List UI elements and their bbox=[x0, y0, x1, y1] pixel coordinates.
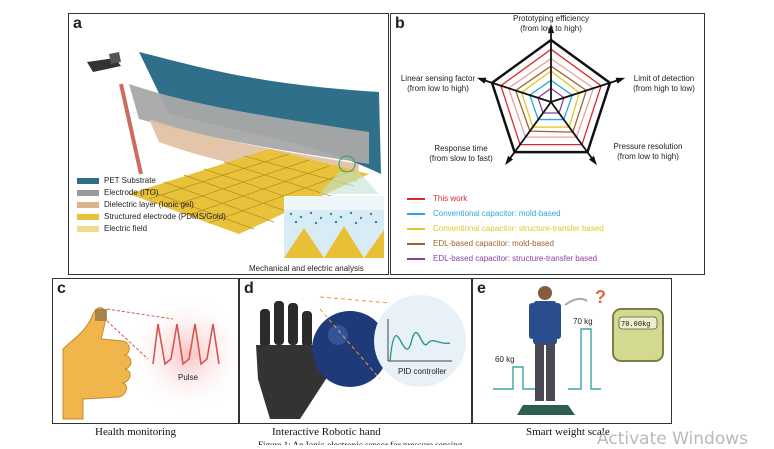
caption-weight-scale: Smart weight scale bbox=[526, 426, 610, 438]
panel-a-legend-item: Electric field bbox=[77, 224, 147, 233]
legend-text: Electrode (ITO) bbox=[104, 188, 159, 197]
panel-a-label: a bbox=[73, 15, 82, 32]
radar-outer-frame bbox=[490, 38, 612, 154]
radar-axis-label: Linear sensing factor (from low to high) bbox=[400, 74, 476, 93]
robotic-hand-icon bbox=[256, 301, 326, 419]
panel-a: a bbox=[68, 13, 389, 275]
weight-70-label: 70 kg bbox=[573, 317, 593, 326]
radar-axis-4 bbox=[480, 78, 552, 103]
panel-b: b Prototyping efficiency (from low to hi… bbox=[390, 13, 705, 275]
panel-d-label: d bbox=[244, 280, 254, 297]
radar-series-4 bbox=[528, 79, 574, 121]
legend-text: Electric field bbox=[104, 224, 148, 233]
legend-text: PET Substrate bbox=[104, 176, 156, 185]
radar-axis-2 bbox=[550, 101, 596, 163]
panel-e: e 60 kg 70 kg ? 70.00kg bbox=[472, 278, 672, 424]
panel-e-label: e bbox=[477, 280, 486, 297]
radar-arrow-0 bbox=[547, 24, 555, 34]
radar-series-5 bbox=[537, 87, 565, 114]
panel-b-legend-item: This work bbox=[407, 194, 467, 203]
legend-swatch bbox=[77, 177, 99, 184]
scale-display-icon bbox=[612, 308, 664, 362]
pid-controller-label: PID controller bbox=[398, 367, 447, 376]
legend-text: This work bbox=[433, 194, 468, 203]
legend-text: Conventional capacitor: mold-based bbox=[433, 209, 561, 218]
legend-line bbox=[407, 197, 425, 200]
weight-60-label: 60 kg bbox=[495, 355, 515, 364]
panel-b-legend-item: Conventional capacitor: structure-transf… bbox=[407, 224, 604, 233]
scale-reading: 70.00kg bbox=[621, 320, 651, 328]
panel-d: d PID controller bbox=[239, 278, 472, 424]
laser-head-icon bbox=[87, 52, 121, 72]
legend-swatch bbox=[77, 189, 99, 196]
feather-icon bbox=[564, 297, 588, 306]
panel-c: c Pulse bbox=[52, 278, 239, 424]
legend-text: Conventional capacitor: structure-transf… bbox=[433, 224, 604, 233]
legend-swatch bbox=[77, 225, 99, 232]
radar-axis-label: Prototyping efficiency (from low to high… bbox=[513, 14, 589, 33]
radar-axis-label: Limit of detection (from high to low) bbox=[633, 74, 695, 93]
radar-arrow-4 bbox=[476, 77, 487, 84]
radar-axis-label: Response time (from slow to fast) bbox=[429, 144, 493, 163]
weight-scale-illustration bbox=[493, 286, 664, 415]
panel-a-legend-item: Dielectric layer (Ionic gel) bbox=[77, 200, 194, 209]
legend-line bbox=[407, 242, 425, 245]
legend-text: Dielectric layer (Ionic gel) bbox=[104, 200, 194, 209]
legend-line bbox=[407, 212, 425, 215]
radar-axis-1 bbox=[550, 78, 622, 103]
legend-text: EDL-based capacitor: mold-based bbox=[433, 239, 554, 248]
radar-series-1 bbox=[507, 57, 595, 138]
panel-a-legend-item: PET Substrate bbox=[77, 176, 156, 185]
panel-a-caption: Mechanical and electric analysis bbox=[249, 264, 364, 273]
thumb-icon bbox=[62, 307, 132, 420]
pulse-illustration bbox=[62, 294, 238, 420]
radar-chart bbox=[476, 24, 626, 166]
legend-swatch bbox=[77, 213, 99, 220]
sensor-layer-illustration bbox=[87, 52, 384, 258]
pulse-label: Pulse bbox=[178, 373, 199, 382]
panel-b-legend-item: EDL-based capacitor: structure-transfer … bbox=[407, 254, 597, 263]
panel-b-label: b bbox=[395, 15, 405, 32]
radar-arrow-2 bbox=[588, 155, 597, 166]
radar-arrow-3 bbox=[505, 155, 514, 166]
panel-a-legend-item: Electrode (ITO) bbox=[77, 188, 159, 197]
radar-series-2 bbox=[514, 65, 588, 133]
caption-robotic-hand: Interactive Robotic hand bbox=[272, 426, 381, 438]
radar-axis-3 bbox=[506, 101, 552, 163]
panel-b-legend-item: EDL-based capacitor: mold-based bbox=[407, 239, 554, 248]
windows-watermark: Activate Windows bbox=[597, 429, 748, 449]
legend-text: Structured electrode (PDMS/Gold) bbox=[104, 212, 226, 221]
radar-series-0 bbox=[500, 48, 602, 146]
figure-caption: Figure 1: An Ionic-electronic sensor for… bbox=[258, 440, 463, 445]
panel-c-label: c bbox=[57, 280, 66, 297]
robotic-hand-illustration bbox=[256, 295, 466, 419]
question-mark: ? bbox=[595, 287, 606, 307]
panel-b-legend-item: Conventional capacitor: mold-based bbox=[407, 209, 561, 218]
legend-text: EDL-based capacitor: structure-transfer … bbox=[433, 254, 598, 263]
legend-line bbox=[407, 227, 425, 230]
caption-health-monitoring: Health monitoring bbox=[95, 426, 176, 438]
person-icon bbox=[529, 286, 561, 401]
radar-arrow-1 bbox=[615, 77, 626, 84]
legend-swatch bbox=[77, 201, 99, 208]
legend-line bbox=[407, 257, 425, 260]
panel-a-legend-item: Structured electrode (PDMS/Gold) bbox=[77, 212, 226, 221]
radar-series-3 bbox=[520, 70, 581, 128]
radar-axis-label: Pressure resolution (from low to high) bbox=[613, 142, 683, 161]
